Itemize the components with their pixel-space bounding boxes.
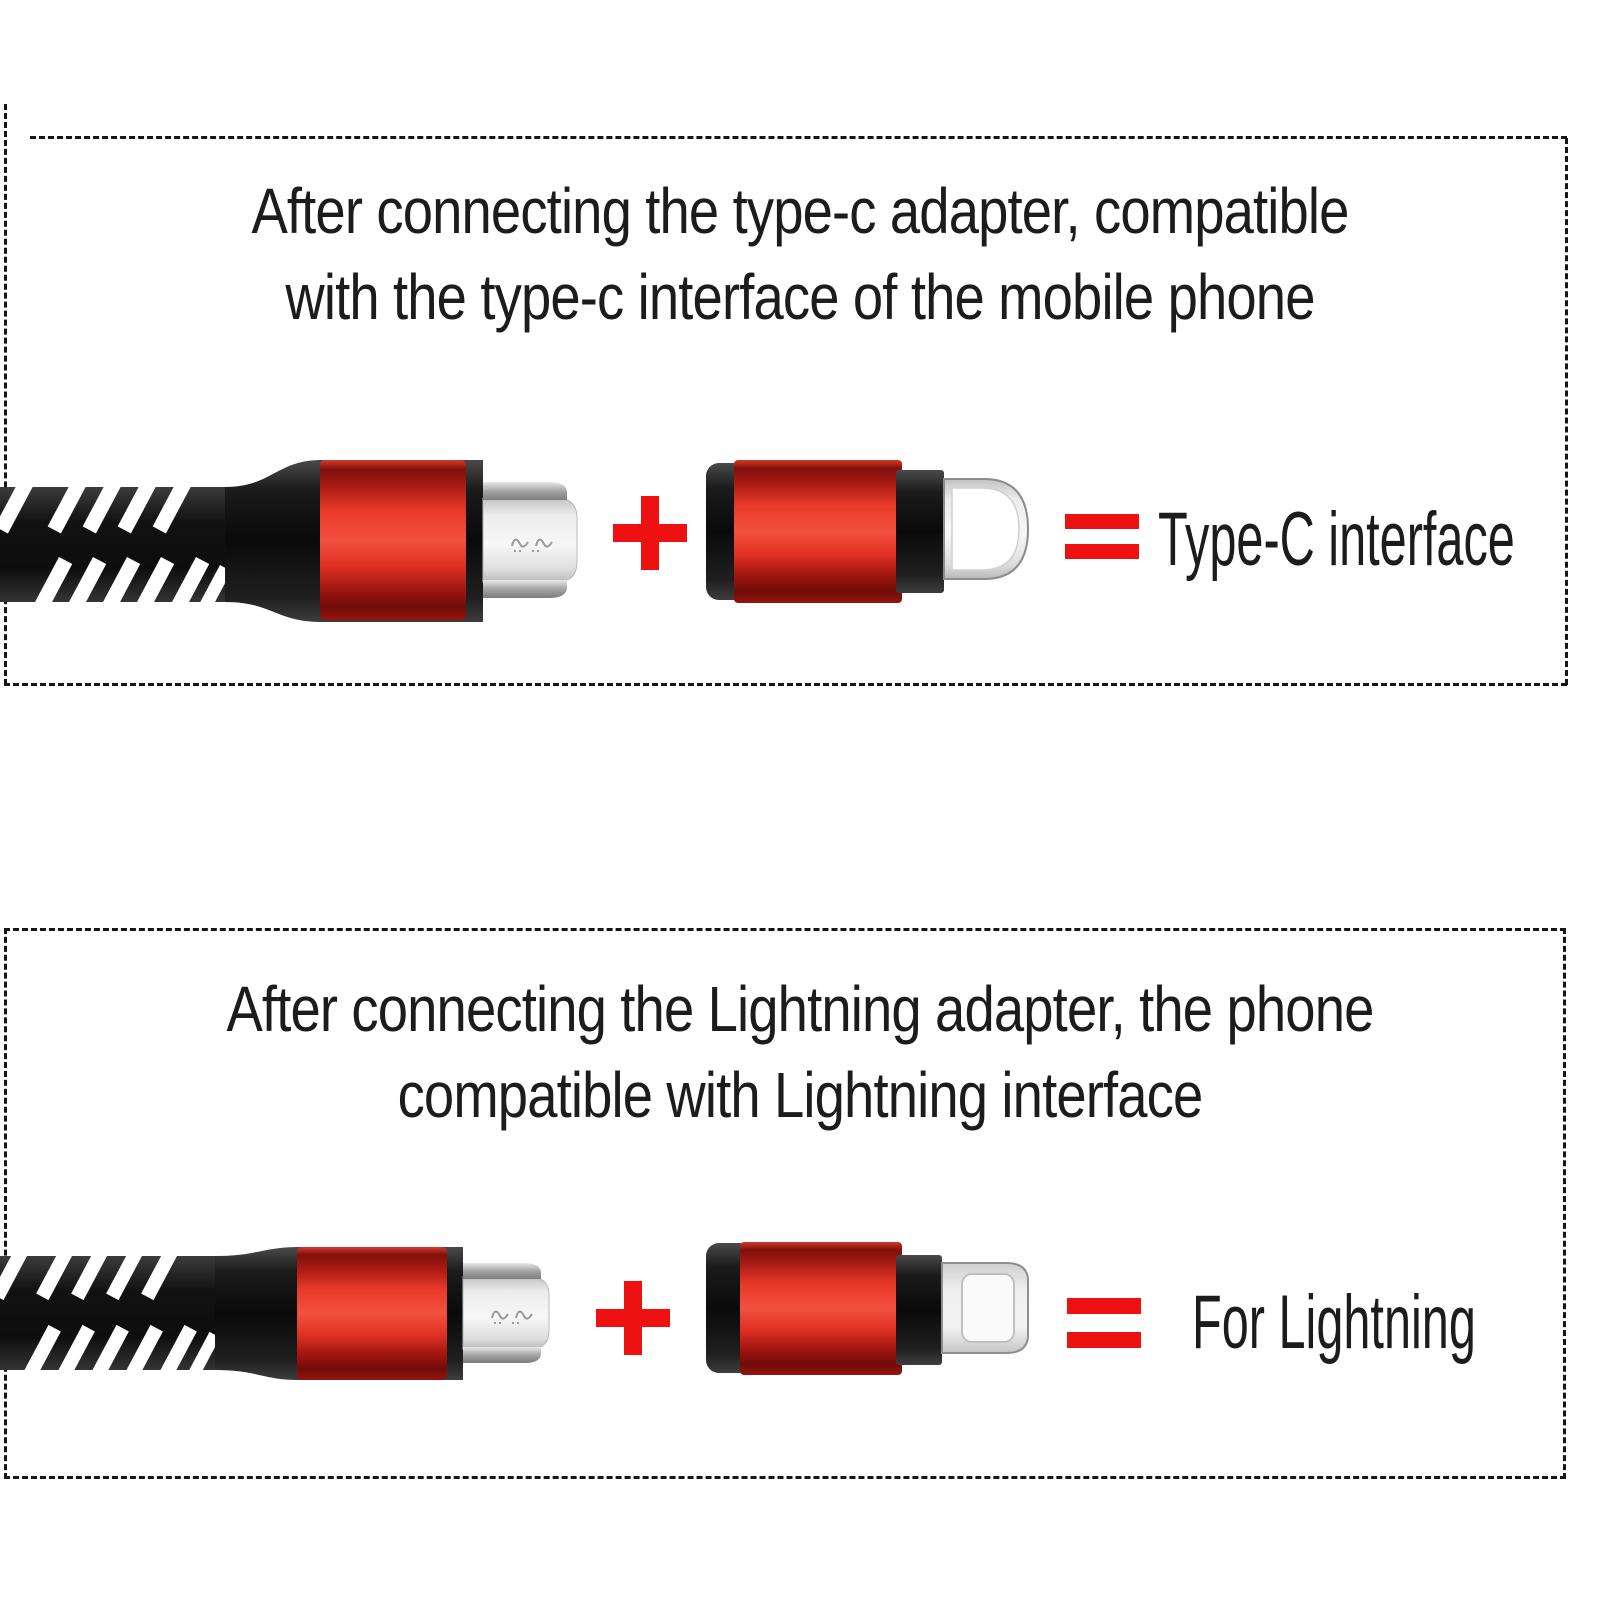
typec-box-border-top (30, 136, 1567, 139)
typec-box-border-left (4, 104, 7, 685)
plus-icon (596, 1281, 670, 1355)
plus-icon (613, 496, 687, 570)
micro-usb-plug (482, 482, 578, 598)
typec-title-line2: with the type-c interface of the mobile … (285, 261, 1315, 333)
lightning-adapter (706, 1242, 1029, 1375)
lightning-title-line2: compatible with Lightning interface (397, 1059, 1204, 1131)
lightning-equation-graphic (0, 1242, 1029, 1380)
typec-title: After connecting the type-c adapter, com… (154, 168, 1446, 340)
typec-box-border-right (1565, 138, 1568, 685)
cable-strap (0, 476, 268, 614)
micro-usb-plug (462, 1263, 550, 1363)
typec-box-border-bottom (4, 683, 1567, 686)
cable-red-collar (297, 1247, 447, 1380)
cable-strap (0, 1245, 250, 1380)
lightning-result-label: For Lightning (1192, 1280, 1476, 1365)
lightning-box-border (4, 928, 1566, 1479)
type-c-adapter (706, 460, 1030, 603)
cable-red-collar (320, 460, 466, 620)
lightning-title-line1: After connecting the Lightning adapter, … (226, 973, 1375, 1045)
typec-title-line1: After connecting the type-c adapter, com… (251, 175, 1349, 247)
lightning-title: After connecting the Lightning adapter, … (154, 966, 1446, 1138)
typec-equation-graphic (0, 460, 1030, 622)
equals-icon (1067, 1298, 1141, 1348)
typec-result-label: Type-C interface (1158, 497, 1515, 582)
equals-icon (1065, 514, 1139, 559)
